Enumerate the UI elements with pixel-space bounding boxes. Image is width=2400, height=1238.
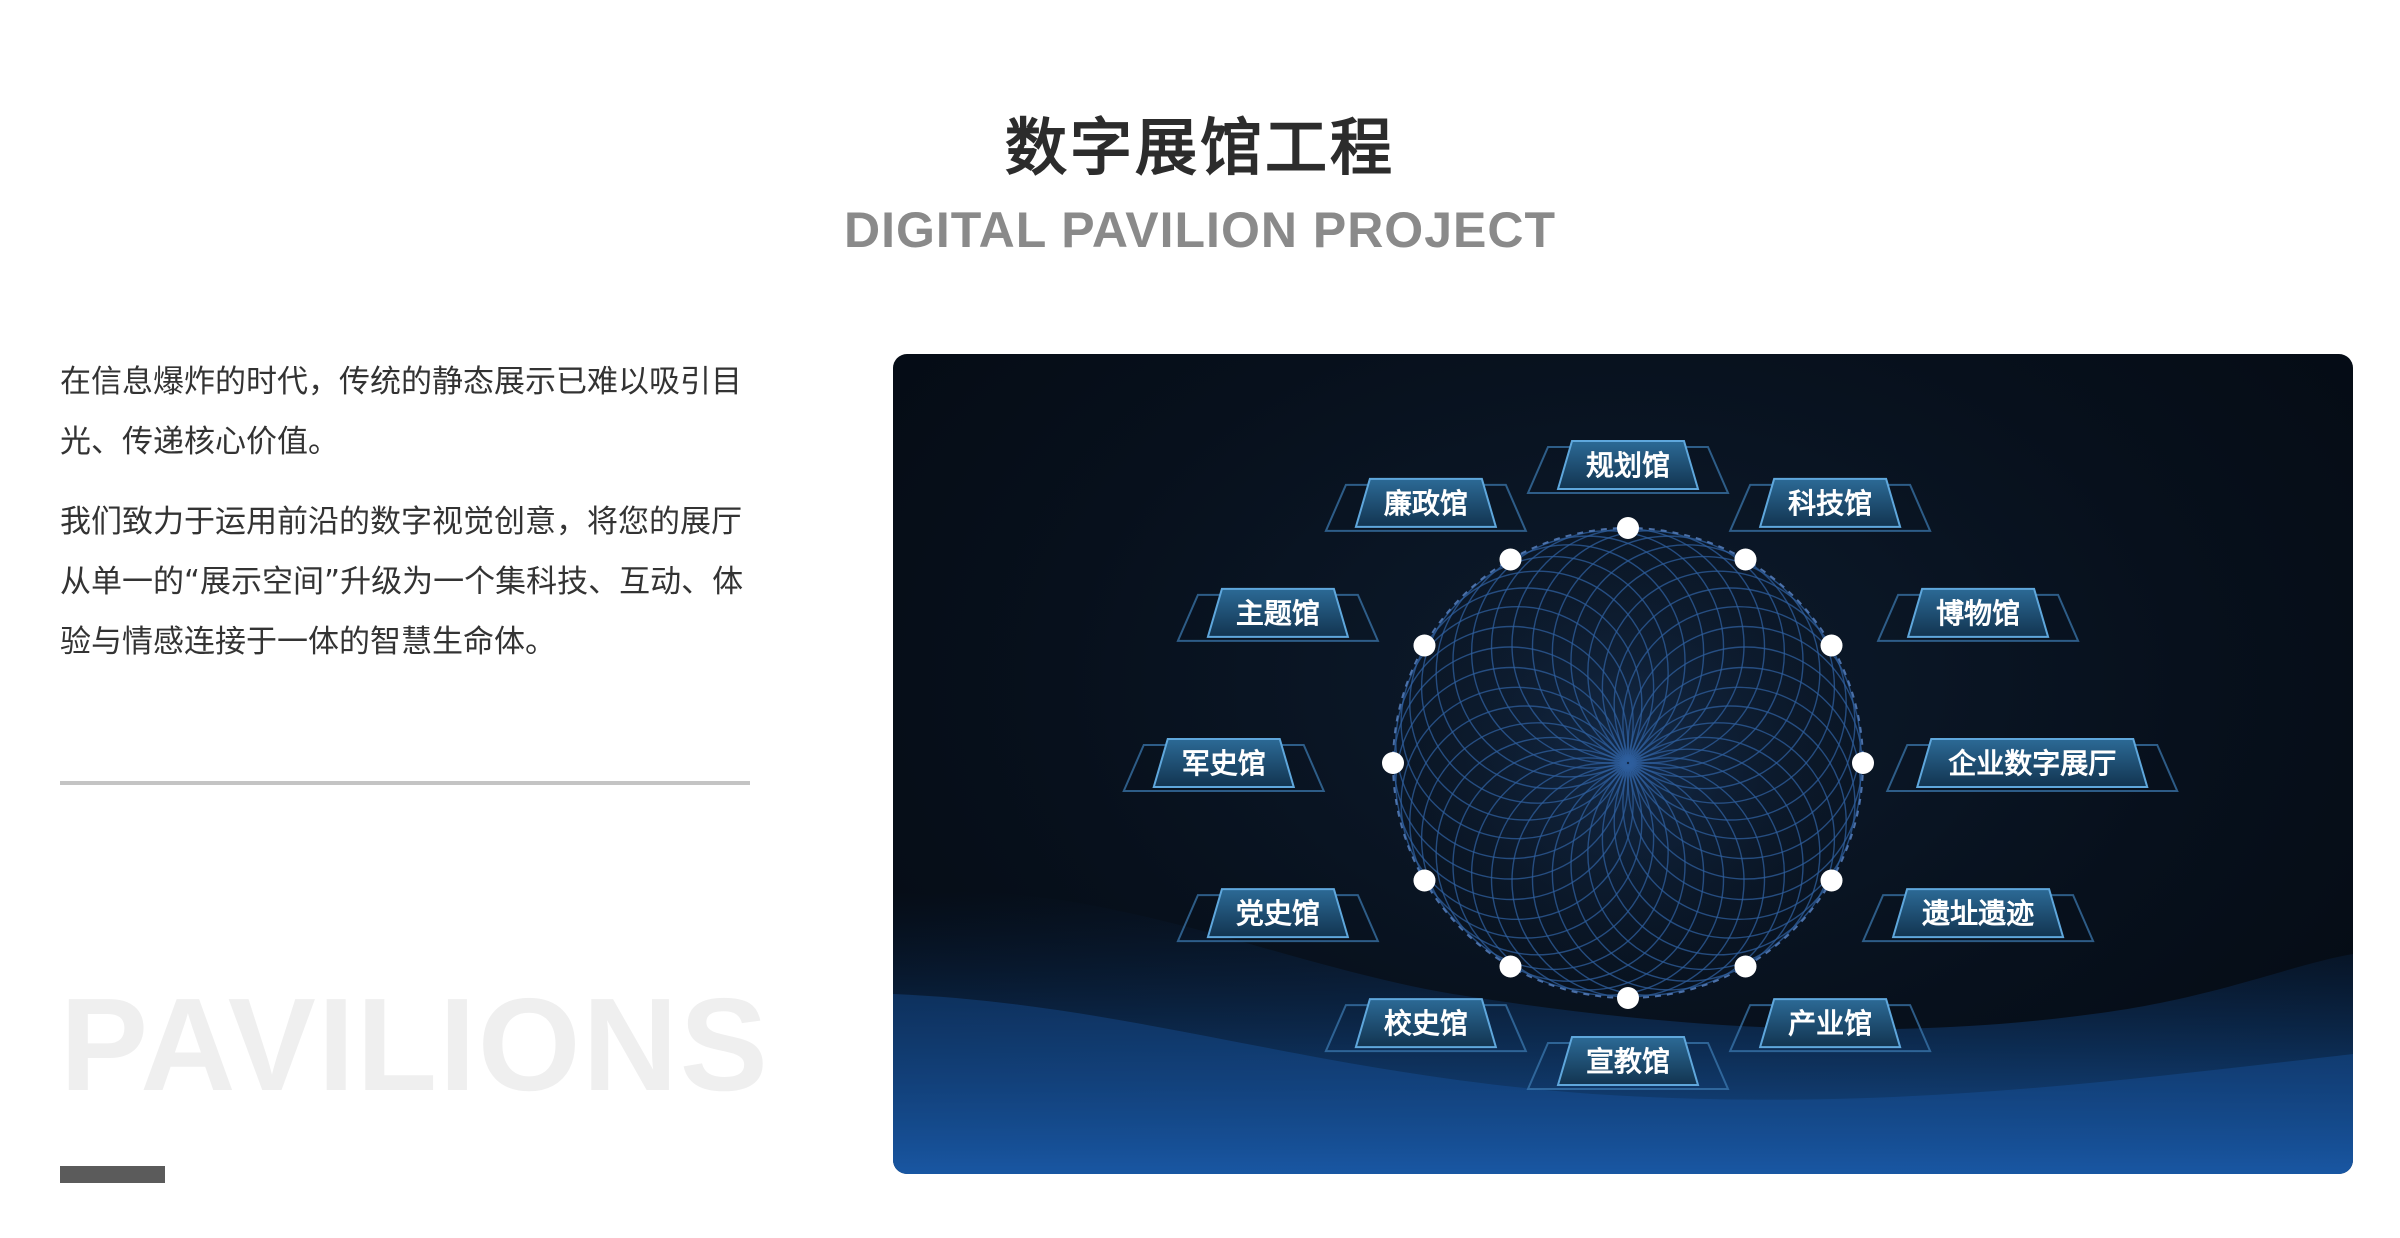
label-plate <box>1906 587 2050 638</box>
pavilion-label: 科技馆 <box>1728 477 1932 532</box>
pavilion-label: 校史馆 <box>1324 998 1528 1053</box>
pavilion-label: 规划馆 <box>1526 440 1730 494</box>
diagram-node <box>1413 634 1436 657</box>
label-plate <box>1354 998 1498 1049</box>
pavilion-label-text: 军史馆 <box>1182 747 1266 780</box>
label-wing <box>1324 483 1528 532</box>
pavilion-label-text: 产业馆 <box>1788 1007 1872 1040</box>
label-plate <box>1152 738 1296 788</box>
spiro-circle <box>1613 705 1847 939</box>
label-wing <box>1861 894 2095 943</box>
label-wing <box>1728 1004 1932 1053</box>
diagram-node <box>1499 955 1522 978</box>
pavilion-label-text: 校史馆 <box>1384 1007 1468 1040</box>
spiro-circle <box>1452 748 1686 982</box>
spiro-circle <box>1613 587 1847 821</box>
pavilion-label-text: 主题馆 <box>1236 597 1320 630</box>
label-wing <box>1876 593 2080 642</box>
diagram-node <box>1820 869 1843 892</box>
spiro-circle <box>1601 570 1836 804</box>
spiro-circle <box>1435 736 1669 971</box>
pavilion-diagram-panel: 规划馆科技馆博物馆企业数字展厅遗址遗迹产业馆宣教馆 校史馆 党史馆 军史馆 主题馆 廉政馆 <box>893 354 2353 1174</box>
pavilion-label-text: 党史馆 <box>1236 897 1320 930</box>
pavilion-label-text: 科技馆 <box>1788 487 1872 520</box>
diagram-node <box>1382 752 1404 774</box>
diagram-node <box>1820 634 1843 657</box>
label-wing <box>1176 894 1380 943</box>
pavilion-label: 廉政馆 <box>1324 477 1528 532</box>
intro-paragraph-2: 我们致力于运用前沿的数字视觉创意，将您的展厅从单一的“展示空间”升级为一个集科技… <box>60 504 744 660</box>
label-wing <box>1885 744 2179 792</box>
pavilion-label: 主题馆 <box>1176 587 1380 642</box>
spiro-circle <box>1622 605 1856 840</box>
pavilion-label: 党史馆 <box>1176 888 1380 943</box>
spiro-circle <box>1627 625 1861 860</box>
pavilion-label: 遗址遗迹 <box>1861 888 2095 943</box>
label-wing <box>1526 446 1730 494</box>
pavilion-label-text: 企业数字展厅 <box>1948 747 2116 780</box>
label-plate <box>1891 888 2065 939</box>
pavilion-label: 军史馆 <box>1122 738 1326 792</box>
diagram-node <box>1617 987 1639 1009</box>
label-plate <box>1758 477 1902 528</box>
label-plate <box>1354 477 1498 528</box>
spiro-circle <box>1420 570 1655 804</box>
diagram-node <box>1734 955 1757 978</box>
intro-text: 在信息爆炸的时代，传统的静态展示已难以吸引目光、传递核心价值。 我们致力于运用前… <box>60 352 760 692</box>
intro-paragraph-1: 在信息爆炸的时代，传统的静态展示已难以吸引目光、传递核心价值。 <box>60 364 742 460</box>
spiro-circle <box>1400 605 1634 840</box>
spiro-circle <box>1622 686 1856 921</box>
pavilion-label-text: 博物馆 <box>1936 597 2020 630</box>
spiro-circle <box>1531 530 1766 764</box>
spiro-circle <box>1570 544 1804 778</box>
label-plate <box>1556 440 1700 490</box>
diagram-node <box>1734 548 1757 571</box>
spiro-circle <box>1587 555 1821 790</box>
label-plate <box>1206 888 1350 939</box>
label-plate <box>1556 1036 1700 1086</box>
pavilion-label-text: 规划馆 <box>1586 449 1670 482</box>
label-plate <box>1206 587 1350 638</box>
accent-bar <box>60 1166 165 1183</box>
diagram-node <box>1413 869 1436 892</box>
pavilion-label: 博物馆 <box>1876 587 2080 642</box>
divider-line <box>60 781 750 785</box>
pavilion-label-text: 遗址遗迹 <box>1922 897 2034 930</box>
label-wing <box>1728 483 1932 532</box>
page-subtitle: DIGITAL PAVILION PROJECT <box>843 202 1556 258</box>
pavilion-label-text: 宣教馆 <box>1586 1045 1670 1078</box>
node-group <box>1382 517 1874 1009</box>
spiro-circle <box>1601 722 1836 956</box>
diagram-node <box>1499 548 1522 571</box>
watermark-text: PAVILIONS <box>60 971 770 1118</box>
label-wing <box>1526 1042 1730 1090</box>
floor-glow <box>893 891 2353 1174</box>
pavilion-label-text: 廉政馆 <box>1384 487 1468 520</box>
diagram-node <box>1617 517 1639 539</box>
spiro-circle <box>1470 757 1705 991</box>
label-wing <box>1122 744 1326 792</box>
spiro-circle <box>1551 535 1786 769</box>
pavilion-label: 宣教馆 <box>1526 1036 1730 1090</box>
pavilion-label: 产业馆 <box>1728 998 1932 1053</box>
label-plate <box>1758 998 1902 1049</box>
label-wing <box>1176 593 1380 642</box>
floor-glow-2 <box>893 994 2353 1174</box>
diagram-node <box>1852 752 1874 774</box>
label-plate <box>1915 738 2149 788</box>
label-wing <box>1324 1004 1528 1053</box>
page-title: 数字展馆工程 <box>1004 111 1395 184</box>
pavilion-label: 企业数字展厅 <box>1885 738 2179 792</box>
spiro-circle <box>1409 587 1643 821</box>
